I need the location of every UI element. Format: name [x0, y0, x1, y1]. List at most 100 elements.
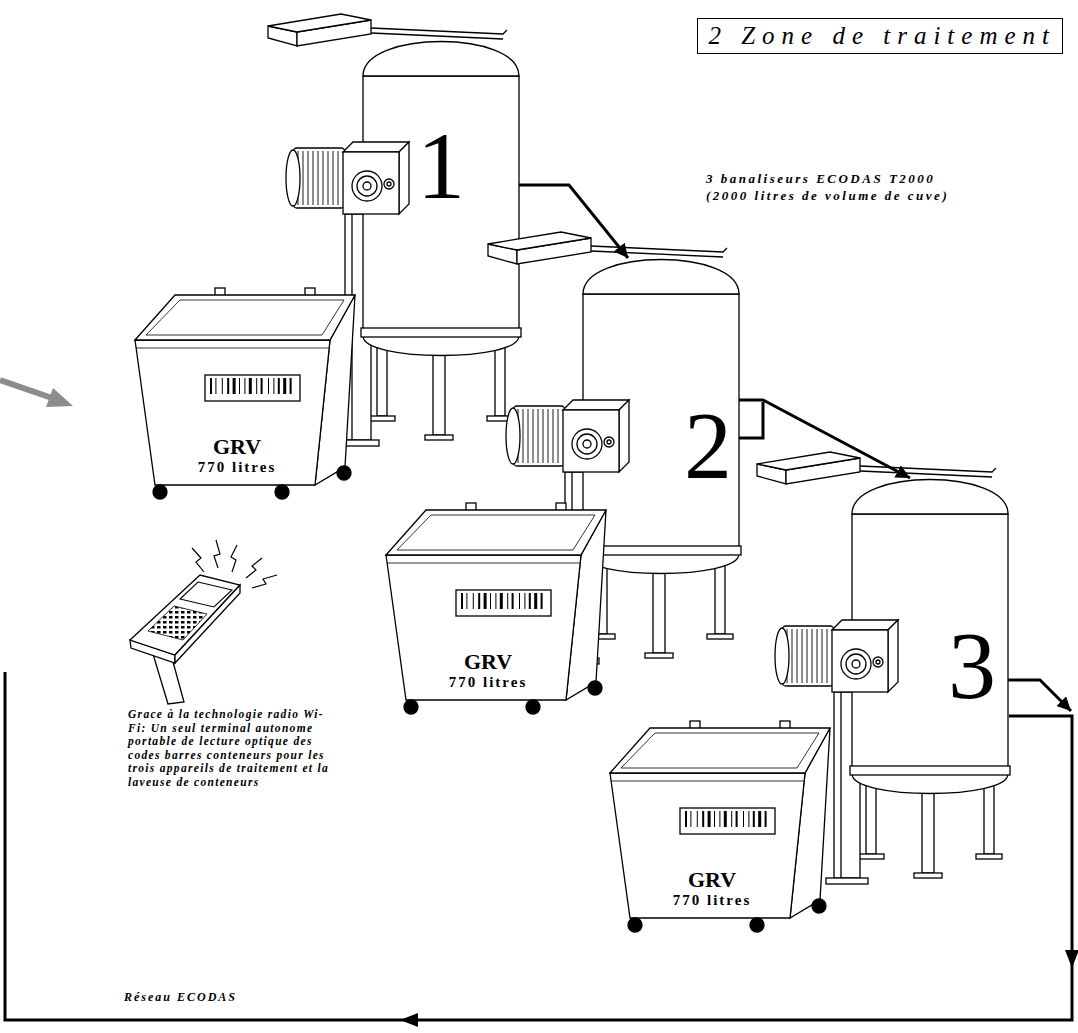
container-wheel — [275, 485, 289, 499]
barcode-bar — [244, 378, 245, 394]
barcode-bar — [731, 811, 732, 827]
gearbox-top — [832, 620, 898, 630]
lid-edge — [611, 781, 804, 782]
tank-bottom — [363, 336, 519, 356]
container-wheel — [404, 700, 418, 714]
barcode-bar — [758, 811, 761, 827]
tank-ring — [361, 328, 521, 337]
barcode-bar — [273, 378, 274, 394]
scanner-body — [130, 575, 240, 655]
container-type: GRV — [152, 435, 322, 459]
barcode-bar — [473, 593, 474, 609]
gearbox-plug — [604, 437, 614, 447]
barcode-bar — [268, 378, 269, 394]
tank-dome — [583, 260, 739, 295]
barcode — [461, 593, 543, 609]
barcode-bar — [524, 593, 525, 609]
container-wheel — [750, 918, 764, 932]
barcode-bar — [529, 593, 531, 609]
gearbox-shaft — [583, 440, 591, 448]
scanner-screen — [180, 582, 232, 607]
text-holder: GRV770 litres — [403, 650, 573, 691]
barcode-bar — [495, 593, 496, 609]
barcode-bar — [708, 811, 711, 827]
leg-foot — [914, 873, 942, 878]
label-holder: Réseau ECODAS — [124, 990, 237, 1005]
barcode-bar — [690, 811, 691, 827]
barcode-bar — [466, 593, 467, 609]
label-holder: Grace à la technologie radio Wi-Fi: Un s… — [128, 708, 340, 789]
network-name: Réseau ECODAS — [124, 990, 237, 1005]
container-type: GRV — [627, 868, 797, 892]
barcode-bar — [227, 378, 229, 394]
gearbox-side — [399, 142, 409, 214]
barcode-bar — [290, 378, 292, 394]
container-wheel — [337, 466, 351, 480]
treatment-tank: 3 — [852, 478, 1008, 888]
motor-fins — [298, 151, 338, 205]
network-pipe — [1008, 680, 1071, 711]
barcode-bar — [283, 378, 286, 394]
lid-rim — [146, 300, 344, 335]
barcode-bar — [484, 593, 487, 609]
tank-bottom — [583, 554, 739, 574]
hopper-top — [268, 14, 371, 32]
note-text: 3 banaliseurs ECODAS T2000 (2000 litres … — [706, 170, 950, 204]
container-front — [135, 340, 330, 485]
barcode-bar — [215, 378, 216, 394]
gearbox-shaft — [841, 649, 871, 679]
barcode-bar — [702, 811, 704, 827]
gearbox-shaft — [363, 182, 371, 190]
waste-container: GRV770 litres — [132, 285, 357, 500]
container-lid — [386, 510, 606, 555]
text-holder: GRV770 litres — [627, 868, 797, 909]
tank-number: 1 — [396, 118, 486, 214]
gearbox-shaft — [852, 660, 860, 668]
container-wheel — [812, 899, 826, 913]
barcode-bar — [541, 593, 543, 609]
text-holder: GRV770 litres — [152, 435, 322, 476]
barcode-bar — [512, 593, 514, 609]
barcode-bar — [249, 378, 252, 394]
text-holder: 2 — [663, 398, 753, 494]
container-lid — [610, 728, 830, 773]
container-volume: 770 litres — [152, 459, 322, 476]
tank-dome — [363, 42, 519, 77]
barcode-bar — [765, 811, 767, 827]
motor-end — [506, 408, 520, 464]
motor-fins — [518, 409, 558, 463]
pipe-stub — [739, 402, 763, 438]
gearbox-side — [888, 620, 898, 692]
title-text: 2 Zone de traitement — [708, 21, 1056, 51]
gearbox-shaft — [352, 171, 382, 201]
lid-edge — [136, 348, 329, 349]
barcode-bar — [719, 811, 720, 827]
tank-dome — [852, 480, 1008, 515]
tank-ring — [850, 766, 1010, 775]
gearbox-shaft — [577, 434, 597, 454]
barcode-bar — [519, 593, 520, 609]
tank-number: 2 — [663, 398, 753, 494]
container-drawing — [135, 288, 355, 499]
barcode-bar — [278, 378, 280, 394]
barcode-bar — [507, 593, 508, 609]
barcode-bar — [478, 593, 480, 609]
container-wheel — [628, 918, 642, 932]
lid-arm — [371, 28, 507, 39]
leg-foot — [858, 854, 884, 859]
scanner-keypad — [148, 606, 207, 640]
barcode-bar — [753, 811, 755, 827]
leg-foot — [645, 653, 673, 658]
motor-fins — [787, 629, 827, 683]
text-holder: 1 — [396, 118, 486, 214]
barcode-bar — [697, 811, 698, 827]
pedestal-edge — [840, 692, 841, 878]
barcode-bar — [261, 378, 263, 394]
gearbox-plug — [873, 657, 883, 667]
note-text: Grace à la technologie radio Wi-Fi: Un s… — [128, 708, 340, 789]
lid-arm — [591, 246, 727, 257]
container-front — [610, 773, 805, 918]
motor-body — [293, 148, 345, 208]
leg-foot — [707, 634, 733, 639]
